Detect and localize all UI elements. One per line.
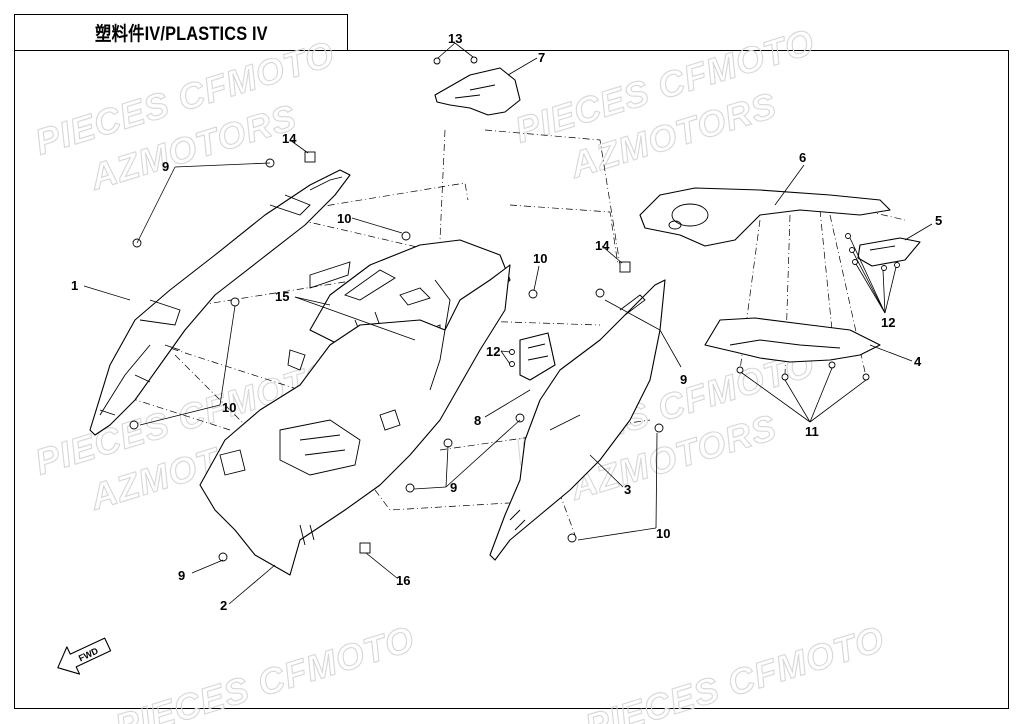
callout-10: 10 (222, 400, 236, 415)
screw-icon (405, 483, 415, 493)
screw-icon (218, 552, 228, 562)
watermark-text: PIECES CFMOTO (110, 618, 419, 724)
screw-icon (443, 438, 453, 448)
fwd-arrow-icon (57, 637, 112, 675)
part-3-right-side-cover (489, 279, 666, 561)
part-7-top-bracket (434, 67, 521, 116)
part-5-clip (857, 237, 921, 267)
part-2-undertray (199, 264, 511, 576)
screw-icon (881, 265, 887, 271)
screw-icon (595, 288, 605, 298)
part-4-rear-lower-cover (704, 317, 881, 363)
clip-icon (359, 542, 371, 554)
screw-icon (845, 233, 851, 239)
callout-13: 13 (448, 31, 462, 46)
callout-9: 9 (450, 480, 457, 495)
part-6-rear-bracket (639, 187, 891, 247)
clip-icon (619, 261, 631, 273)
screw-icon (894, 262, 900, 268)
callout-1: 1 (71, 278, 78, 293)
callout-10: 10 (656, 526, 670, 541)
screw-icon (470, 56, 478, 64)
callout-8: 8 (474, 413, 481, 428)
callout-9: 9 (178, 568, 185, 583)
watermark-text: PIECES CFMOTO (580, 618, 889, 724)
title-box: 塑料件IV/PLASTICS IV (14, 14, 348, 51)
screw-icon (509, 361, 515, 367)
screw-icon (509, 349, 515, 355)
page-title: 塑料件IV/PLASTICS IV (94, 24, 268, 45)
callout-2: 2 (220, 598, 227, 613)
callout-3: 3 (624, 482, 631, 497)
callout-6: 6 (799, 150, 806, 165)
callout-9: 9 (162, 159, 169, 174)
callout-14: 14 (595, 238, 610, 253)
screw-icon (230, 297, 240, 307)
callout-12: 12 (881, 315, 895, 330)
screw-icon (129, 420, 139, 430)
leader-lines (83, 42, 933, 605)
screw-icon (567, 533, 577, 543)
screw-icon (433, 57, 441, 65)
clip-icon (304, 151, 316, 163)
callout-11: 11 (805, 424, 819, 439)
screw-icon (528, 289, 538, 299)
callout-5: 5 (935, 213, 942, 228)
forward-arrow: FWD (57, 637, 112, 675)
screw-icon (849, 247, 855, 253)
callout-12: 12 (486, 344, 500, 359)
screw-icon (862, 373, 870, 381)
callout-9: 9 (680, 372, 687, 387)
part-8-bracket (519, 332, 556, 381)
callout-16: 16 (396, 573, 410, 588)
screw-icon (515, 413, 525, 423)
callout-10: 10 (337, 211, 351, 226)
fasteners (129, 56, 900, 562)
callout-4: 4 (914, 354, 922, 369)
callouts: 1 2 3 4 5 6 7 8 9 9 9 9 10 10 10 10 11 1… (71, 31, 942, 613)
screw-icon (852, 259, 858, 265)
diagram-frame (14, 50, 1009, 709)
callout-7: 7 (538, 50, 545, 65)
callout-10: 10 (533, 251, 547, 266)
screw-icon (401, 231, 411, 241)
screw-icon (736, 366, 744, 374)
callout-14: 14 (282, 131, 297, 146)
screw-icon (828, 361, 836, 369)
screw-icon (654, 423, 664, 433)
screw-icon (781, 373, 789, 381)
callout-15: 15 (275, 289, 289, 304)
part-1-left-side-cover (89, 169, 351, 436)
